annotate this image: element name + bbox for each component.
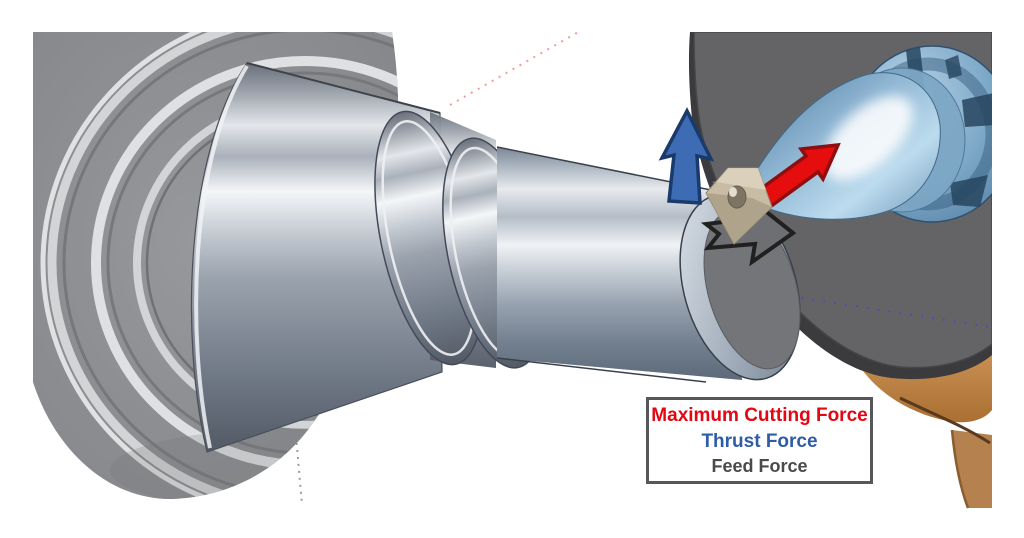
stand-column-edge [950,429,970,509]
insert-shadow-facet [706,193,772,244]
legend-thrust-force: Thrust Force [701,430,818,452]
boss-slot-bottomright [950,175,988,207]
shaft-turned-cylinder [497,147,742,380]
thrust-force-arrow [658,107,715,205]
shaft-left-edge-highlight [194,64,249,449]
cutting-insert [705,167,773,245]
stand-crease [899,396,991,445]
bell-highlight [823,95,913,181]
boss-slot-topright [945,55,962,79]
axis-hint-gray [295,435,303,506]
force-legend: Maximum Cutting Force Thrust Force Feed … [646,397,873,484]
insert-hole-highlight [729,187,737,197]
boss-slot-right [962,93,992,127]
legend-feed-force: Feed Force [711,455,808,476]
insert-light-facet [716,168,766,190]
workpiece-shaft [190,62,801,453]
shaft-top-edge [246,62,441,114]
turned-cylinder-bottom-edge [496,357,707,383]
axis-hint-red [449,32,581,106]
legend-maximum-cutting-force: Maximum Cutting Force [651,405,868,427]
